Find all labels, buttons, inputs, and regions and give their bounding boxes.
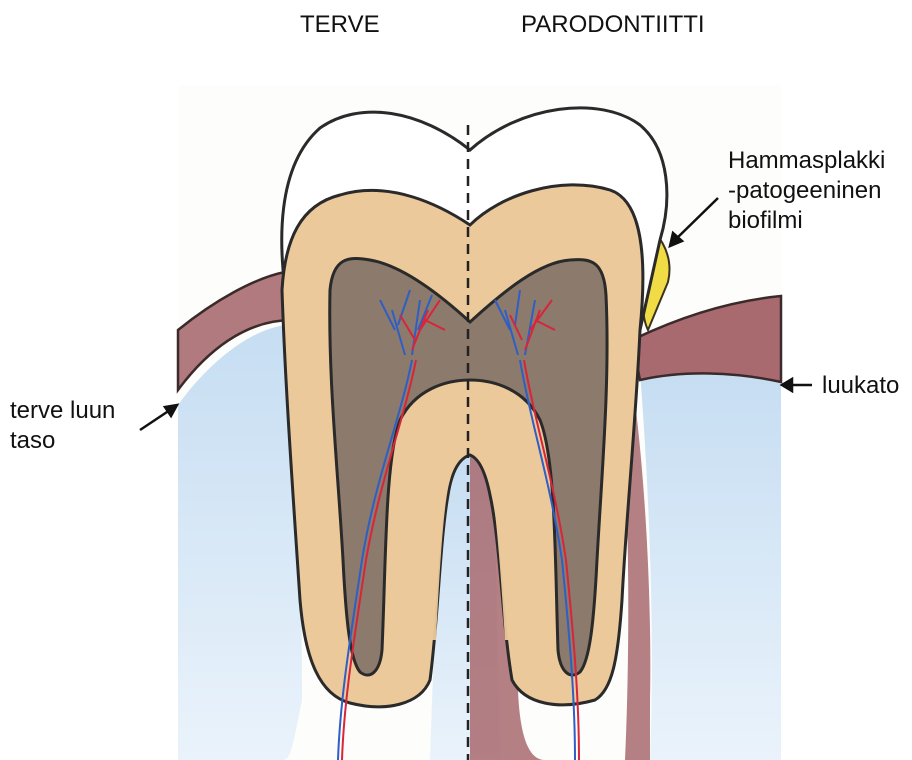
- healthy-bone-label-line-1: terve luun: [10, 396, 115, 426]
- title-healthy: TERVE: [300, 10, 380, 40]
- plaque-label-line-2: -patogeeninen: [728, 176, 885, 206]
- arrow-bone-loss: [782, 379, 812, 391]
- title-periodontitis: PARODONTIITTI: [521, 10, 705, 40]
- healthy-bone-label-line-2: taso: [10, 426, 115, 456]
- healthy-bone-label: terve luun taso: [10, 396, 115, 456]
- arrow-healthy-bone: [140, 405, 177, 430]
- plaque-label-line-1: Hammasplakki: [728, 146, 885, 176]
- plaque-label: Hammasplakki -patogeeninen biofilmi: [728, 146, 885, 236]
- bone-loss-label: luukato: [822, 371, 899, 401]
- bone-left: [178, 325, 302, 760]
- bone-right: [640, 370, 781, 760]
- plaque-label-line-3: biofilmi: [728, 206, 885, 236]
